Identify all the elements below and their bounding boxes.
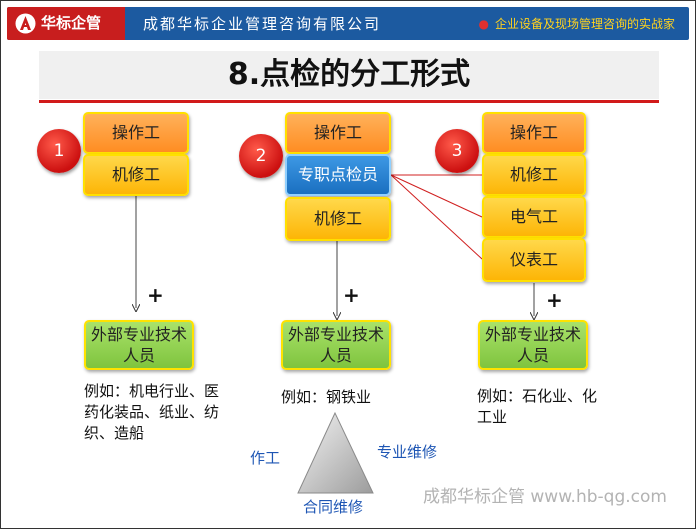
group2-role-jixiu: 机修工 — [285, 197, 391, 241]
company-name: 成都华标企业管理咨询有限公司 — [143, 15, 382, 33]
link-to-dianqi — [390, 174, 483, 218]
slogan-text: 企业设备及现场管理咨询的实战家 — [494, 17, 675, 31]
group3-role-caozuo: 操作工 — [482, 112, 586, 154]
logo-icon — [15, 13, 36, 34]
slogan: ● 企业设备及现场管理咨询的实战家 — [479, 17, 676, 32]
group2-role-caozuo: 操作工 — [285, 112, 391, 154]
group3-example: 例如：石化业、化工业 — [477, 387, 598, 426]
group3-role-yibiao: 仪表工 — [482, 238, 586, 282]
group2-role-zhuanzhi: 专职点检员 — [285, 154, 391, 196]
group1-number-badge: 1 — [37, 129, 81, 173]
page-title: 8.点检的分工形式 — [227, 57, 471, 92]
brand-name: 华标企管 — [41, 14, 102, 32]
logo-box: 华标企管 — [7, 7, 125, 40]
group1-plus: + — [147, 283, 164, 307]
title-underline — [39, 100, 659, 103]
header-bar: 华标企管 成都华标企业管理咨询有限公司 ● 企业设备及现场管理咨询的实战家 — [7, 7, 689, 40]
link-to-yibiao — [390, 174, 483, 260]
triangle-label-left: 作工 — [250, 449, 281, 467]
group2-number-badge: 2 — [239, 134, 283, 178]
title-band — [39, 51, 659, 99]
group2-plus: + — [343, 283, 360, 307]
group1-outside-experts: 外部专业技术人员 — [84, 320, 194, 370]
group1-role-jixiu: 机修工 — [83, 154, 189, 196]
triangle-label-right: 专业维修 — [377, 443, 438, 461]
group1-role-caozuo: 操作工 — [83, 112, 189, 154]
group3-role-jixiu: 机修工 — [482, 154, 586, 196]
group3-number-badge: 3 — [435, 129, 479, 173]
maintenance-triangle — [297, 411, 374, 494]
group3-role-dianqi: 电气工 — [482, 196, 586, 238]
watermark: 成都华标企管 www.hb-qg.com — [423, 487, 667, 507]
bullet-dot-icon: ● — [478, 17, 489, 31]
group3-plus: + — [546, 288, 563, 312]
group1-example: 例如：机电行业、医药化装品、纸业、纺织、造船 — [84, 382, 220, 442]
group2-example: 例如：钢铁业 — [281, 388, 372, 406]
group3-outside-experts: 外部专业技术人员 — [478, 320, 588, 370]
group2-outside-experts: 外部专业技术人员 — [281, 320, 391, 370]
triangle-label-bottom: 合同维修 — [303, 498, 364, 516]
